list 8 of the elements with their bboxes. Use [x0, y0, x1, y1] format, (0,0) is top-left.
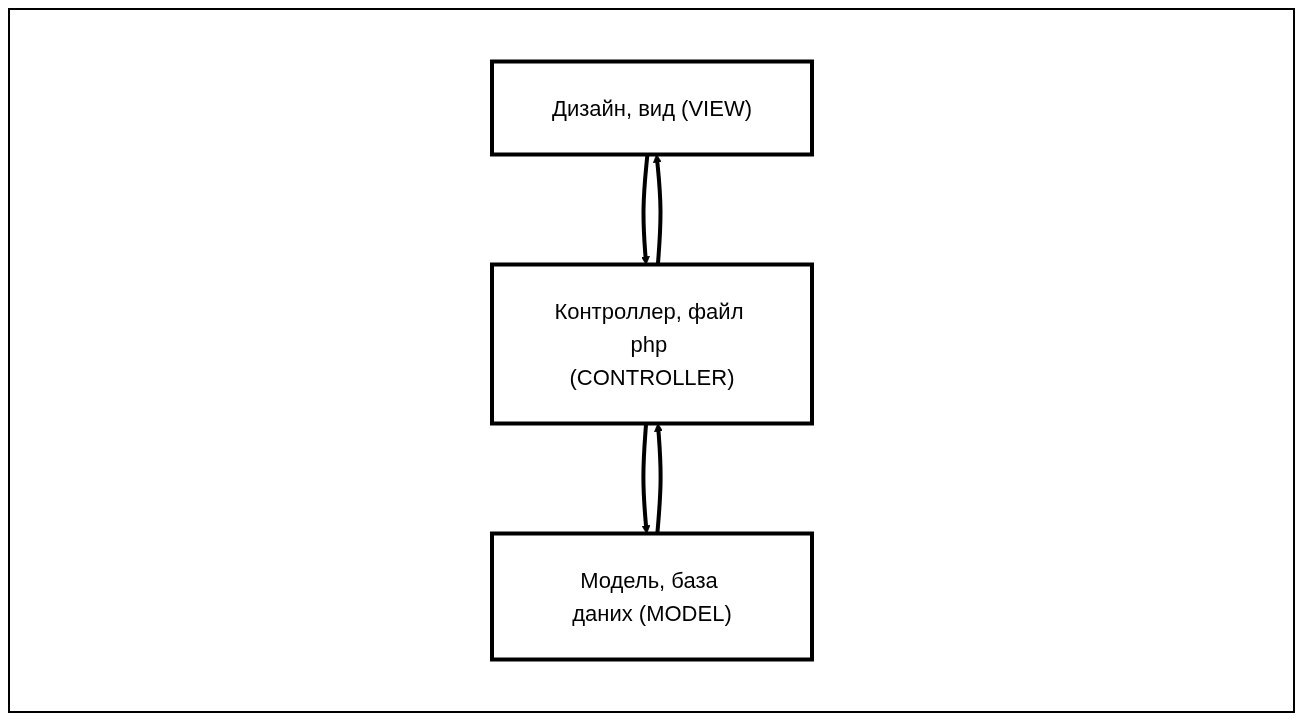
arrow [653, 423, 663, 534]
arrow [640, 154, 650, 265]
node-box [489, 531, 814, 662]
page-frame: Дизайн, вид (VIEW) Контроллер, файл php (CONTROLLER) Модель, база даних (MODEL) [8, 8, 1295, 713]
arrow [640, 423, 650, 534]
arrow [652, 154, 662, 265]
node-box [489, 262, 814, 426]
node-box [489, 59, 814, 157]
